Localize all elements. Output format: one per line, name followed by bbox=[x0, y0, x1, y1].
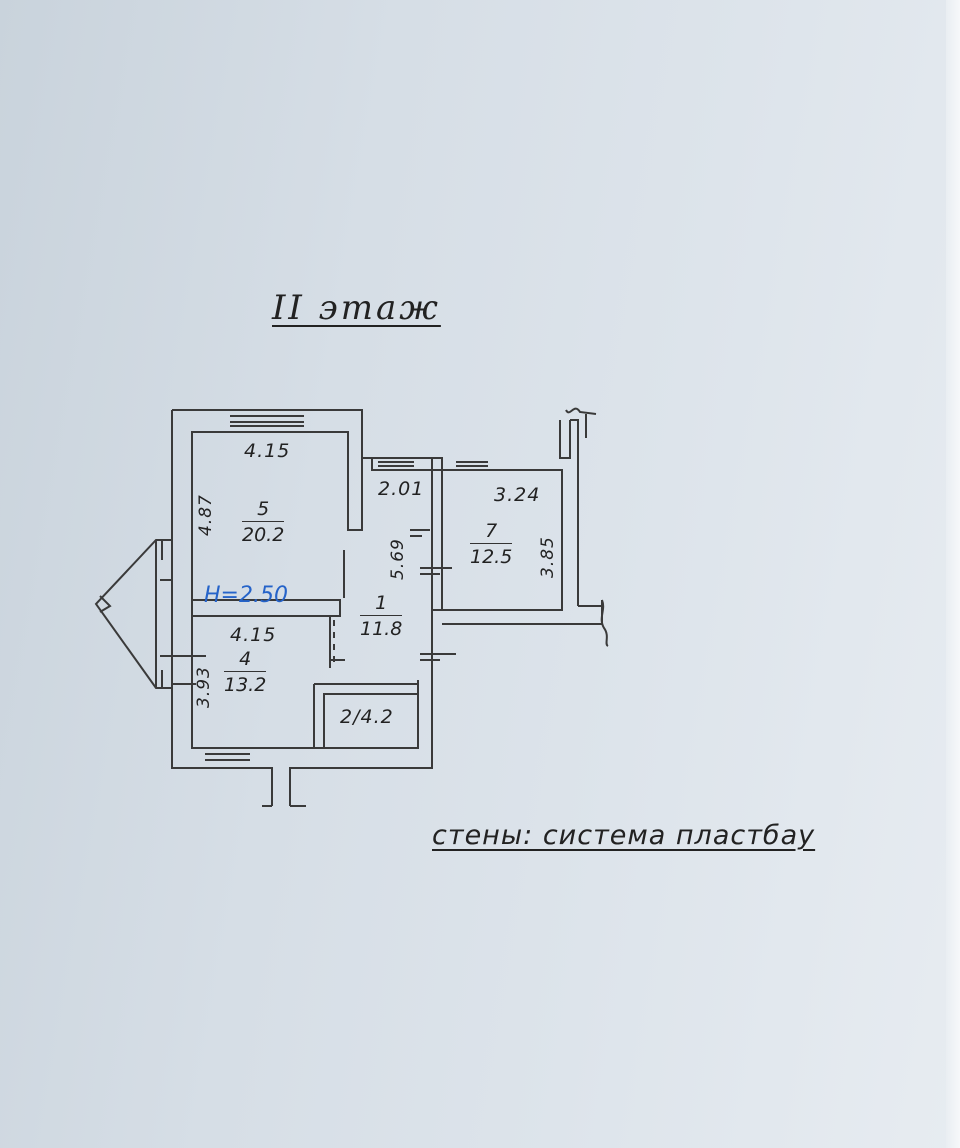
partition-5-4 bbox=[192, 599, 341, 617]
room-1-label: 1 11.8 bbox=[360, 592, 403, 640]
room-7-depth: 3.85 bbox=[538, 536, 558, 578]
room-5-width: 4.15 bbox=[244, 440, 291, 462]
room-1-number: 1 bbox=[360, 592, 403, 616]
door-ticks-corridor bbox=[410, 529, 456, 661]
entry-stub bbox=[262, 804, 306, 807]
room-4-depth: 3.93 bbox=[194, 666, 214, 708]
room-2-label: 2/4.2 bbox=[340, 706, 394, 728]
break-symbol-top bbox=[565, 407, 597, 438]
room-7-number: 7 bbox=[470, 520, 513, 544]
room-7-walls bbox=[431, 458, 563, 611]
room-1-area: 11.8 bbox=[360, 618, 403, 640]
room-4-label: 4 13.2 bbox=[224, 648, 267, 696]
window-room-5 bbox=[230, 415, 304, 427]
paper-edge bbox=[946, 0, 960, 1148]
room-2-walls bbox=[313, 683, 419, 748]
room-1-width: 2.01 bbox=[378, 478, 425, 500]
door-ticks-left bbox=[160, 579, 206, 685]
outer-wall-main-outer bbox=[171, 410, 442, 804]
bay-window bbox=[94, 539, 172, 689]
room-5-label: 5 20.2 bbox=[242, 498, 285, 546]
room-7-area: 12.5 bbox=[470, 546, 513, 568]
room-4-area: 13.2 bbox=[224, 674, 267, 696]
window-room-7 bbox=[456, 461, 488, 467]
window-room-4 bbox=[205, 753, 250, 761]
outer-wall-main bbox=[172, 409, 419, 749]
room-5-depth: 4.87 bbox=[196, 494, 216, 536]
break-symbol-bottom bbox=[600, 599, 609, 647]
room-7-label: 7 12.5 bbox=[470, 520, 513, 568]
floor-title: II этаж bbox=[272, 288, 441, 328]
room-5-number: 5 bbox=[242, 498, 285, 522]
corridor-top-wall bbox=[362, 457, 443, 471]
room-7-width: 3.24 bbox=[494, 484, 541, 506]
room-4-number: 4 bbox=[224, 648, 267, 672]
room-1-depth: 5.69 bbox=[388, 538, 408, 580]
window-corridor bbox=[378, 461, 414, 467]
ceiling-height: H=2.50 bbox=[204, 583, 288, 608]
room-5-area: 20.2 bbox=[242, 524, 285, 546]
walls-note: стены: система пластбау bbox=[432, 820, 816, 851]
room-4-width: 4.15 bbox=[230, 624, 277, 646]
partition-4-corridor bbox=[329, 616, 345, 668]
room-7-outer-wall bbox=[559, 419, 579, 606]
